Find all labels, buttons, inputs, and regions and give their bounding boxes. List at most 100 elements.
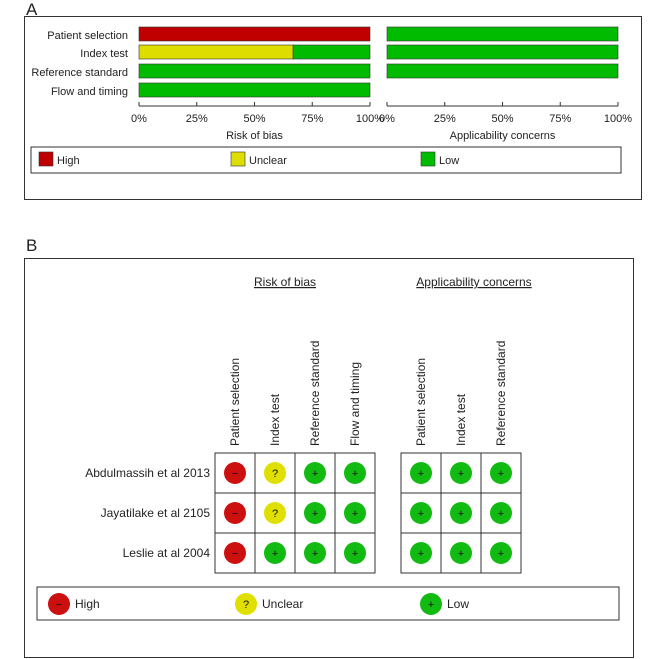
summary-legend-label-high: High bbox=[75, 597, 100, 611]
rob-judgement-low bbox=[344, 542, 366, 564]
bar-rob-index-test-low bbox=[292, 44, 371, 60]
rob-judgement-high bbox=[224, 542, 246, 564]
column-header-patient-selection: Patient selection bbox=[228, 358, 242, 446]
summary-legend-symbol-unclear: ? bbox=[243, 599, 249, 611]
bar-rob-patient-selection-high bbox=[138, 26, 371, 42]
rob-judgement-unclear bbox=[264, 502, 286, 524]
rob-symbol-high: − bbox=[232, 508, 238, 520]
app-symbol-low: + bbox=[418, 548, 424, 560]
rob-judgement-high bbox=[224, 502, 246, 524]
rob-symbol-unclear: ? bbox=[272, 468, 278, 480]
app-judgement-low bbox=[450, 542, 472, 564]
tick-label: 0% bbox=[131, 113, 147, 125]
app-symbol-low: + bbox=[458, 548, 464, 560]
tick-label: 75% bbox=[301, 113, 323, 125]
rob-symbol-low: + bbox=[352, 548, 358, 560]
app-symbol-low: + bbox=[498, 468, 504, 480]
app-judgement-low bbox=[490, 462, 512, 484]
bar-rob-reference-standard-low bbox=[138, 63, 371, 79]
app-judgement-low bbox=[450, 462, 472, 484]
bar-app-index-test-low bbox=[386, 44, 619, 60]
app-symbol-low: + bbox=[458, 468, 464, 480]
rob-symbol-high: − bbox=[232, 548, 238, 560]
legend-label-low: Low bbox=[439, 155, 459, 167]
rob-symbol-low: + bbox=[352, 508, 358, 520]
legend-swatch-unclear bbox=[230, 151, 246, 167]
summary-legend-label-unclear: Unclear bbox=[262, 597, 303, 611]
app-symbol-low: + bbox=[498, 508, 504, 520]
summary-legend-circle-low bbox=[420, 593, 442, 615]
summary-legend-symbol-high: − bbox=[56, 599, 62, 611]
app-judgement-low bbox=[450, 502, 472, 524]
column-header-patient-selection: Patient selection bbox=[414, 358, 428, 446]
rob-judgement-low bbox=[344, 462, 366, 484]
rob-judgement-low bbox=[304, 502, 326, 524]
app-judgement-low bbox=[410, 542, 432, 564]
rob-symbol-low: + bbox=[352, 468, 358, 480]
rob-judgement-low bbox=[304, 542, 326, 564]
rob-symbol-low: + bbox=[312, 508, 318, 520]
study-label-abdulmassih-et-al-2013: Abdulmassih et al 2013 bbox=[85, 466, 210, 480]
domain-label-index-test: Index test bbox=[80, 48, 128, 60]
app-judgement-low bbox=[490, 542, 512, 564]
study-label-jayatilake-et-al-2105: Jayatilake et al 2105 bbox=[101, 506, 211, 520]
domain-label-flow-and-timing: Flow and timing bbox=[51, 86, 128, 98]
tick-label: 75% bbox=[549, 113, 571, 125]
tick-label: 50% bbox=[243, 113, 265, 125]
bar-app-patient-selection-low bbox=[386, 26, 619, 42]
app-judgement-low bbox=[410, 462, 432, 484]
rob-judgement-high bbox=[224, 462, 246, 484]
panel-a-frame bbox=[24, 16, 642, 200]
rob-judgement-unclear bbox=[264, 462, 286, 484]
tick-label: 0% bbox=[379, 113, 395, 125]
app-judgement-low bbox=[490, 502, 512, 524]
app-symbol-low: + bbox=[458, 508, 464, 520]
study-label-leslie-at-al-2004: Leslie at al 2004 bbox=[123, 546, 211, 560]
legend-swatch-low bbox=[420, 151, 436, 167]
legend-swatch-high bbox=[38, 151, 54, 167]
domain-label-patient-selection: Patient selection bbox=[47, 30, 128, 42]
applicability-axis-title: Applicability concerns bbox=[450, 130, 556, 142]
column-header-index-test: Index test bbox=[268, 393, 282, 446]
legend-box bbox=[30, 146, 622, 174]
panel-b-label: B bbox=[26, 236, 38, 255]
app-symbol-low: + bbox=[418, 468, 424, 480]
rob-judgement-low bbox=[304, 462, 326, 484]
app-grid bbox=[400, 452, 522, 574]
summary-legend-circle-high bbox=[48, 593, 70, 615]
tick-label: 100% bbox=[356, 113, 384, 125]
domain-label-reference-standard: Reference standard bbox=[31, 67, 128, 79]
column-header-index-test: Index test bbox=[454, 393, 468, 446]
panel-a-label: A bbox=[26, 0, 38, 19]
app-symbol-low: + bbox=[498, 548, 504, 560]
tick-label: 50% bbox=[491, 113, 513, 125]
summary-legend-label-low: Low bbox=[447, 597, 469, 611]
tick-label: 25% bbox=[434, 113, 456, 125]
risk-of-bias-heading: Risk of bias bbox=[254, 275, 316, 289]
summary-legend-box bbox=[36, 586, 620, 621]
summary-legend-circle-unclear bbox=[235, 593, 257, 615]
risk-of-bias-axis-title: Risk of bias bbox=[226, 130, 283, 142]
rob-symbol-low: + bbox=[312, 468, 318, 480]
column-header-reference-standard: Reference standard bbox=[308, 341, 322, 446]
summary-legend-symbol-low: + bbox=[428, 599, 434, 611]
legend-label-unclear: Unclear bbox=[249, 155, 287, 167]
applicability-heading: Applicability concerns bbox=[416, 275, 531, 289]
column-header-reference-standard: Reference standard bbox=[494, 341, 508, 446]
rob-judgement-low bbox=[264, 542, 286, 564]
tick-label: 100% bbox=[604, 113, 632, 125]
rob-symbol-unclear: ? bbox=[272, 508, 278, 520]
rob-symbol-low: + bbox=[272, 548, 278, 560]
app-symbol-low: + bbox=[418, 508, 424, 520]
panel-b-frame bbox=[24, 258, 634, 658]
rob-symbol-low: + bbox=[312, 548, 318, 560]
app-judgement-low bbox=[410, 502, 432, 524]
column-header-flow-and-timing: Flow and timing bbox=[348, 362, 362, 446]
legend-label-high: High bbox=[57, 155, 80, 167]
rob-judgement-low bbox=[344, 502, 366, 524]
rob-symbol-high: − bbox=[232, 468, 238, 480]
bar-rob-flow-and-timing-low bbox=[138, 82, 371, 98]
tick-label: 25% bbox=[186, 113, 208, 125]
